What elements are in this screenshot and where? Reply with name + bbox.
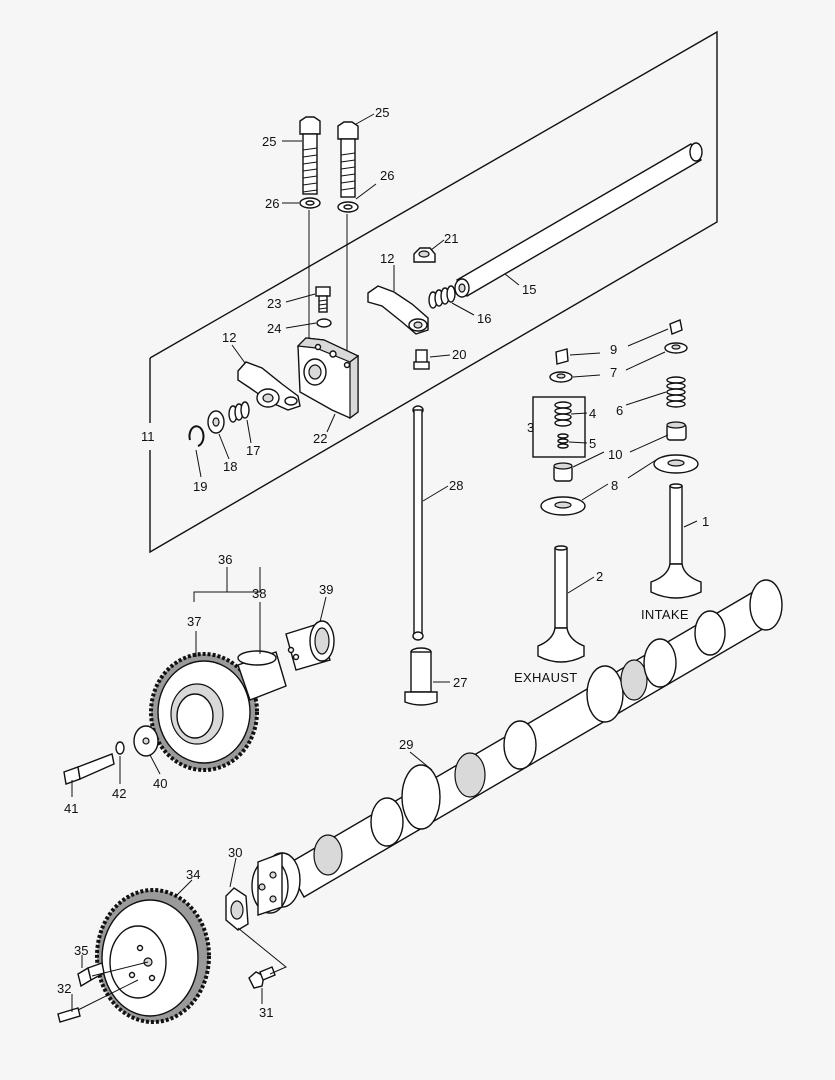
callout-label: 3 [527,420,534,435]
bolt-25-right [337,121,359,198]
rocker-shaft-15 [454,142,703,298]
leader-lines [71,113,698,1012]
callout-label: 31 [259,1005,273,1020]
callout-label: 4 [589,406,596,421]
callout-label: 19 [193,479,207,494]
exhaust-caption: EXHAUST [514,670,578,685]
valve-seal-exhaust [553,462,573,482]
bushing-38 [237,650,287,701]
spring-16 [428,285,456,309]
callout-label: 24 [267,321,281,336]
bolt-23 [315,286,331,313]
dowel-pin-32 [57,1007,81,1023]
idler-shaft-39 [285,620,335,671]
spring-seat-intake [653,454,699,474]
retainer-exhaust [549,371,573,383]
snap-ring-19 [188,425,205,447]
gasket-30 [225,887,249,931]
screw-20 [413,349,430,370]
washer-42 [115,741,125,755]
callout-labels: 25 25 26 26 21 12 15 16 23 24 20 12 11 2… [57,105,709,1020]
bolt-31 [248,966,276,989]
callout-label: 26 [265,196,279,211]
callout-label: 9 [610,342,617,357]
callout-label: 11 [141,429,155,444]
callout-label: 21 [444,231,458,246]
callout-label: 34 [186,867,200,882]
thrust-plate-40 [133,725,159,757]
callout-label: 17 [246,443,260,458]
washer-24 [316,318,332,328]
callout-label: 35 [74,943,88,958]
callout-label: 10 [608,447,622,462]
callout-label: 37 [187,614,201,629]
callout-label: 42 [112,786,126,801]
callout-label: 38 [252,586,266,601]
rocker-assembly-frame [149,30,718,554]
bolt-41 [63,753,115,785]
callout-label: 2 [596,569,603,584]
callout-label: 12 [380,251,394,266]
valve-collet-intake [669,319,683,335]
callout-label: 32 [57,981,71,996]
valve-collet-exhaust [555,348,569,365]
callout-label: 15 [522,282,536,297]
callout-label: 40 [153,776,167,791]
push-rod-28 [412,405,424,641]
valve-seal-intake [666,421,687,441]
bolt-25-left [299,116,321,195]
callout-label: 26 [380,168,394,183]
callout-label: 41 [64,801,78,816]
intake-valve-1 [650,483,702,599]
intake-caption: INTAKE [641,607,689,622]
washer-18 [207,410,225,434]
callout-label: 25 [262,134,276,149]
callout-label: 23 [267,296,281,311]
spring-17 [228,401,250,423]
rocker-bracket-22 [296,337,360,420]
exhaust-valve-2 [537,545,585,663]
callout-label: 28 [449,478,463,493]
tappet-27 [404,647,438,706]
callout-label: 30 [228,845,242,860]
rocker-arm-12-upper [367,285,429,335]
spring-set-3-box [532,396,586,458]
callout-label: 16 [477,311,491,326]
callout-label: 29 [399,737,413,752]
cam-gear-34 [95,888,211,1024]
spring-6 [666,376,686,408]
spring-4 [554,401,572,427]
callout-label: 12 [222,330,236,345]
callout-label: 1 [702,514,709,529]
callout-label: 25 [375,105,389,120]
idler-gear-37 [149,652,259,772]
callout-label: 20 [452,347,466,362]
spring-seat-exhaust [540,496,586,516]
callout-label: 39 [319,582,333,597]
spring-5 [557,433,569,449]
callout-label: 7 [610,365,617,380]
nut-21 [413,247,436,263]
callout-label: 36 [218,552,232,567]
callout-label: 22 [313,431,327,446]
callout-label: 5 [589,436,596,451]
callout-label: 6 [616,403,623,418]
camshaft-29 [251,579,783,916]
retainer-intake [664,342,688,354]
callout-label: 8 [611,478,618,493]
callout-label: 27 [453,675,467,690]
rocker-arm-12-lower [237,361,301,411]
callout-label: 18 [223,459,237,474]
